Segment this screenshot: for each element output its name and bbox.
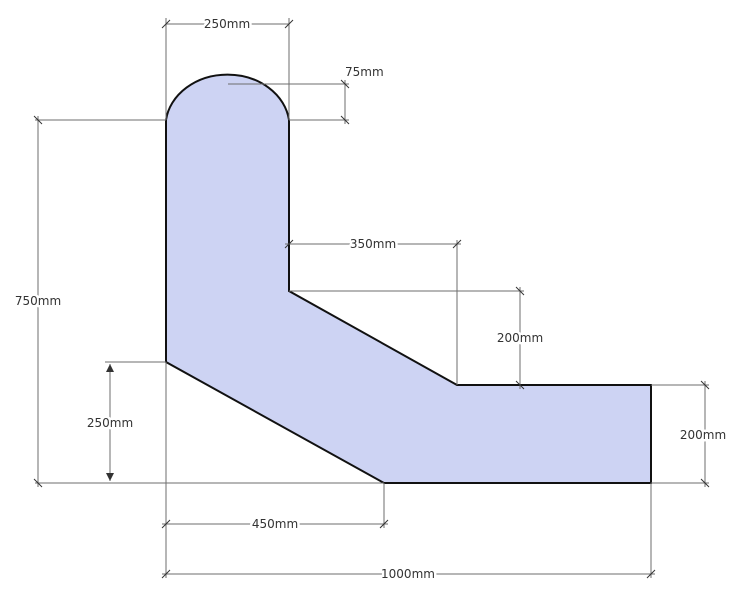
dim-bottom-inner: 450mm bbox=[161, 483, 389, 534]
profile-shape bbox=[165, 73, 652, 484]
dim-arc-height: 75mm bbox=[228, 63, 386, 125]
dim-total-height: 750mm bbox=[12, 115, 384, 488]
label-bottom-inner: 450mm bbox=[252, 517, 298, 531]
label-inner-horizontal: 350mm bbox=[350, 237, 396, 251]
label-total-width: 1000mm bbox=[381, 567, 435, 581]
label-arc-height: 75mm bbox=[345, 65, 384, 79]
label-left-lower-height: 250mm bbox=[87, 416, 133, 430]
dim-left-lower-height: 250mm bbox=[84, 361, 167, 578]
dim-inner-horizontal: 350mm bbox=[284, 235, 462, 385]
dim-right-height: 200mm bbox=[651, 380, 729, 488]
label-inner-vertical: 200mm bbox=[497, 331, 543, 345]
dim-inner-vertical: 200mm bbox=[289, 286, 546, 390]
label-top-width: 250mm bbox=[204, 17, 250, 31]
label-right-height: 200mm bbox=[680, 428, 726, 442]
label-total-height: 750mm bbox=[15, 294, 61, 308]
dim-total-width: 1000mm bbox=[161, 483, 656, 584]
dim-top-width: 250mm bbox=[161, 15, 294, 120]
